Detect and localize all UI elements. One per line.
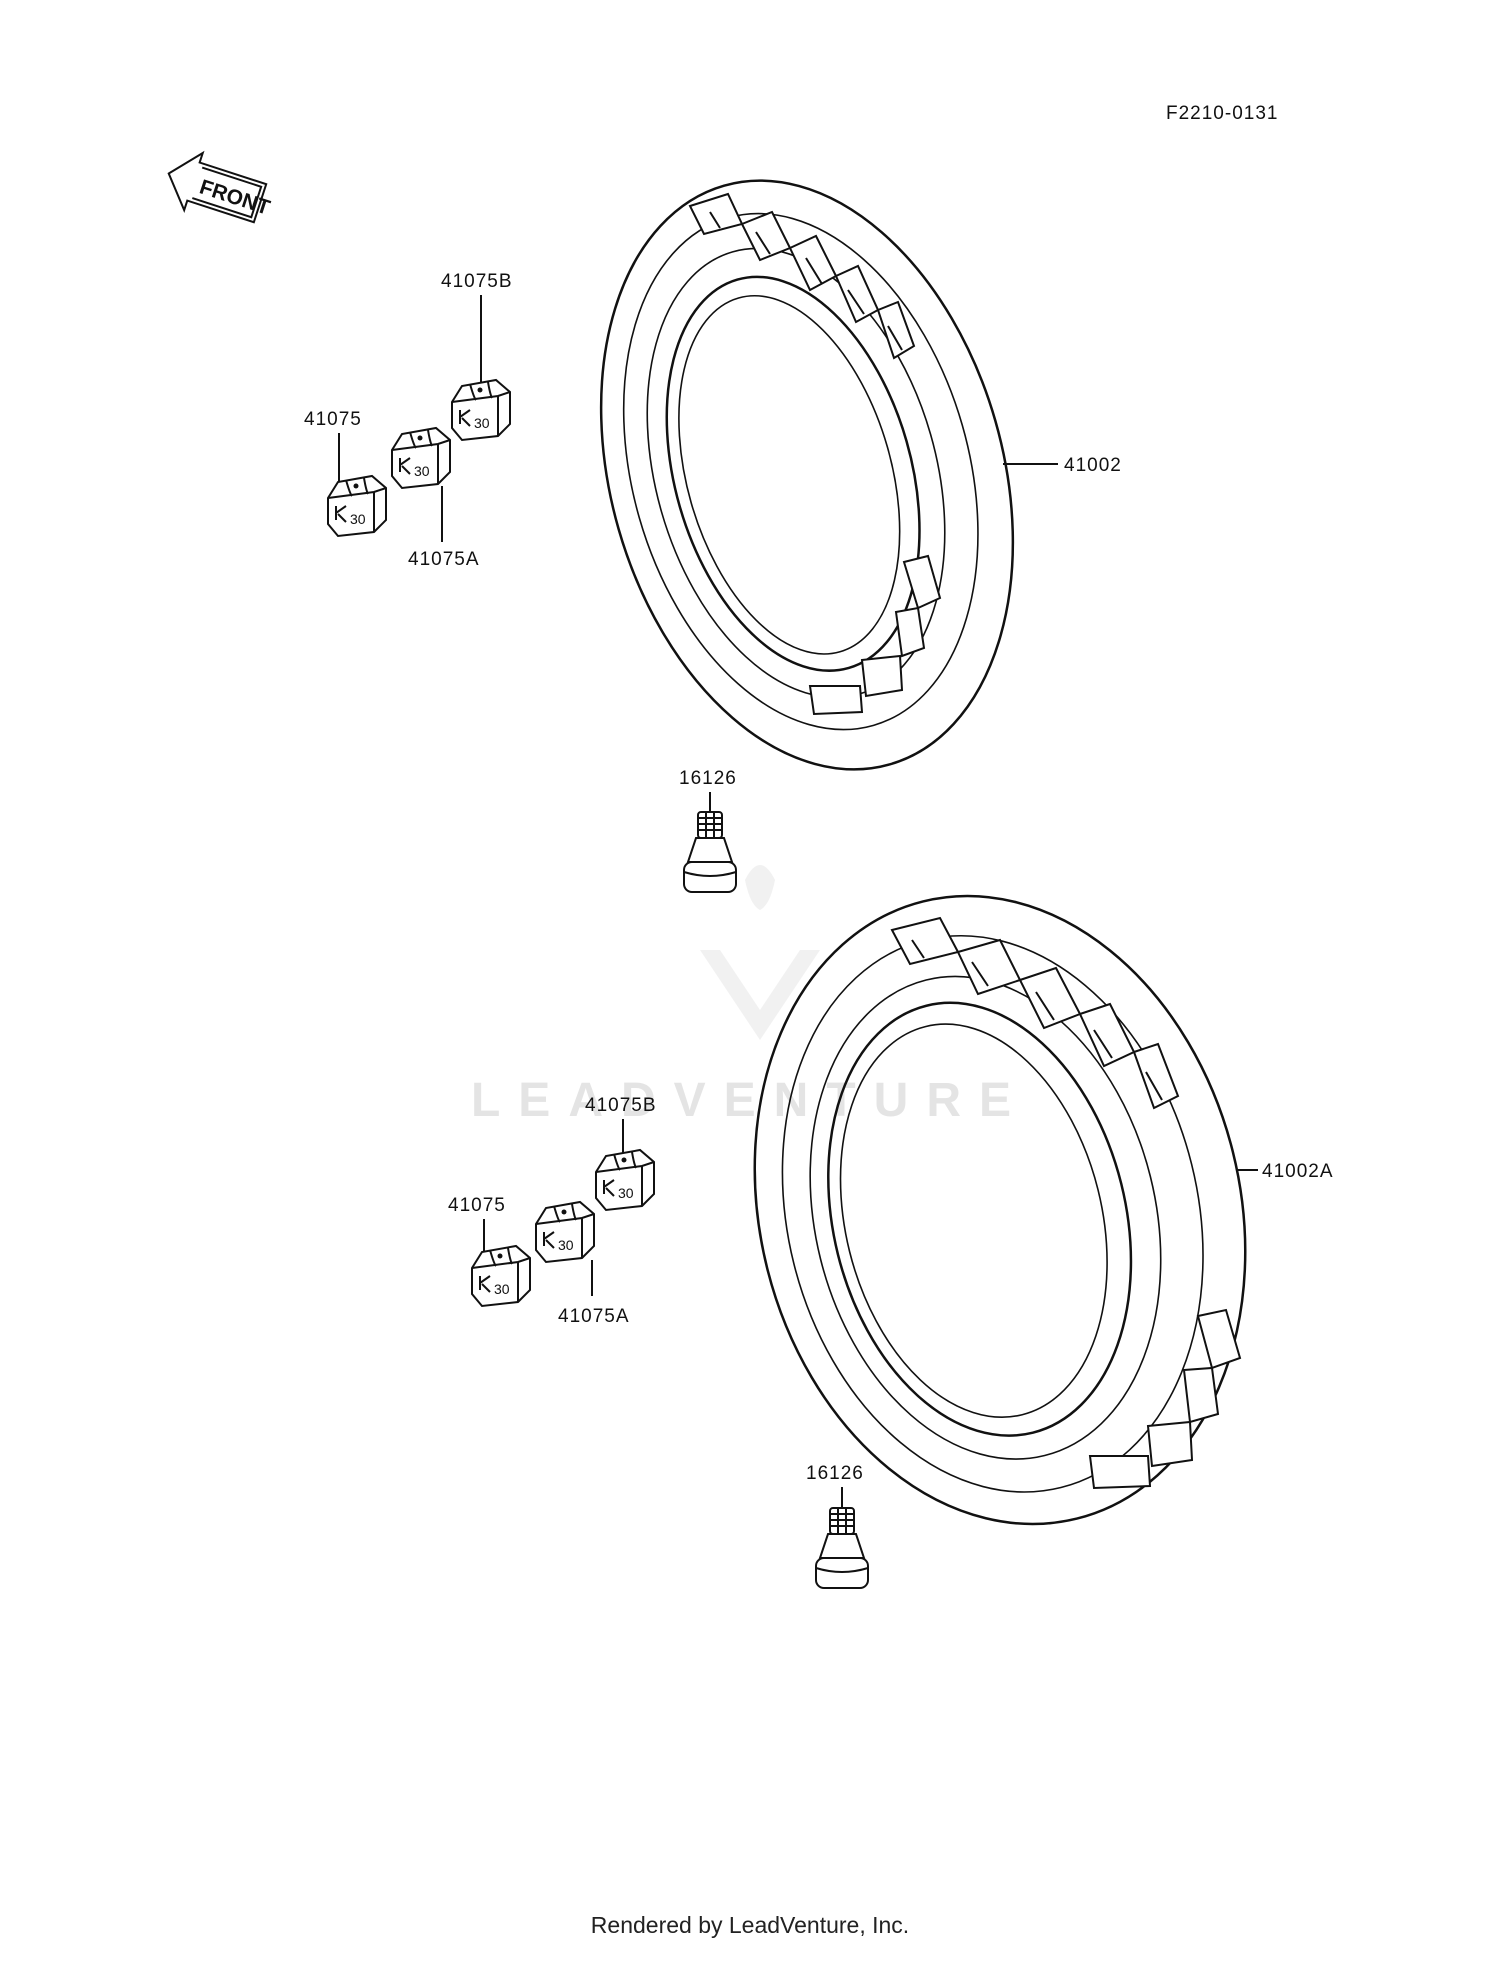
balance-weight-b-upper — [451, 379, 511, 441]
callout-16126-lower: 16126 — [806, 1463, 864, 1484]
callout-41075-upper: 41075 — [304, 409, 362, 430]
balance-weight-a-upper — [391, 427, 451, 489]
balance-weight-lower — [471, 1245, 531, 1307]
tire-valve-upper — [683, 811, 737, 893]
balance-weight-a-lower — [535, 1201, 595, 1263]
balance-weight-upper — [327, 475, 387, 537]
callout-16126-upper: 16126 — [679, 768, 737, 789]
front-tire — [599, 179, 1015, 771]
callout-41075-lower: 41075 — [448, 1195, 506, 1216]
footer-credit: Rendered by LeadVenture, Inc. — [590, 1912, 910, 1938]
watermark-logo — [700, 865, 820, 1040]
front-arrow-icon: FRONT — [167, 150, 273, 224]
callout-41075a-lower: 41075A — [558, 1306, 630, 1327]
balance-weight-b-lower — [595, 1149, 655, 1211]
watermark-text: LEADVENTURE — [471, 1074, 1029, 1127]
rear-tire-tread — [890, 916, 1242, 1490]
callout-41075b-lower: 41075B — [585, 1095, 657, 1116]
front-tire-tread — [688, 192, 942, 716]
tire-valve-lower — [815, 1507, 869, 1589]
callout-41002a: 41002A — [1262, 1161, 1334, 1182]
callout-41075b-upper: 41075B — [441, 271, 513, 292]
callout-41075a-upper: 41075A — [408, 549, 480, 570]
diagram-code: F2210-0131 — [1166, 103, 1278, 124]
callout-41002: 41002 — [1064, 455, 1122, 476]
